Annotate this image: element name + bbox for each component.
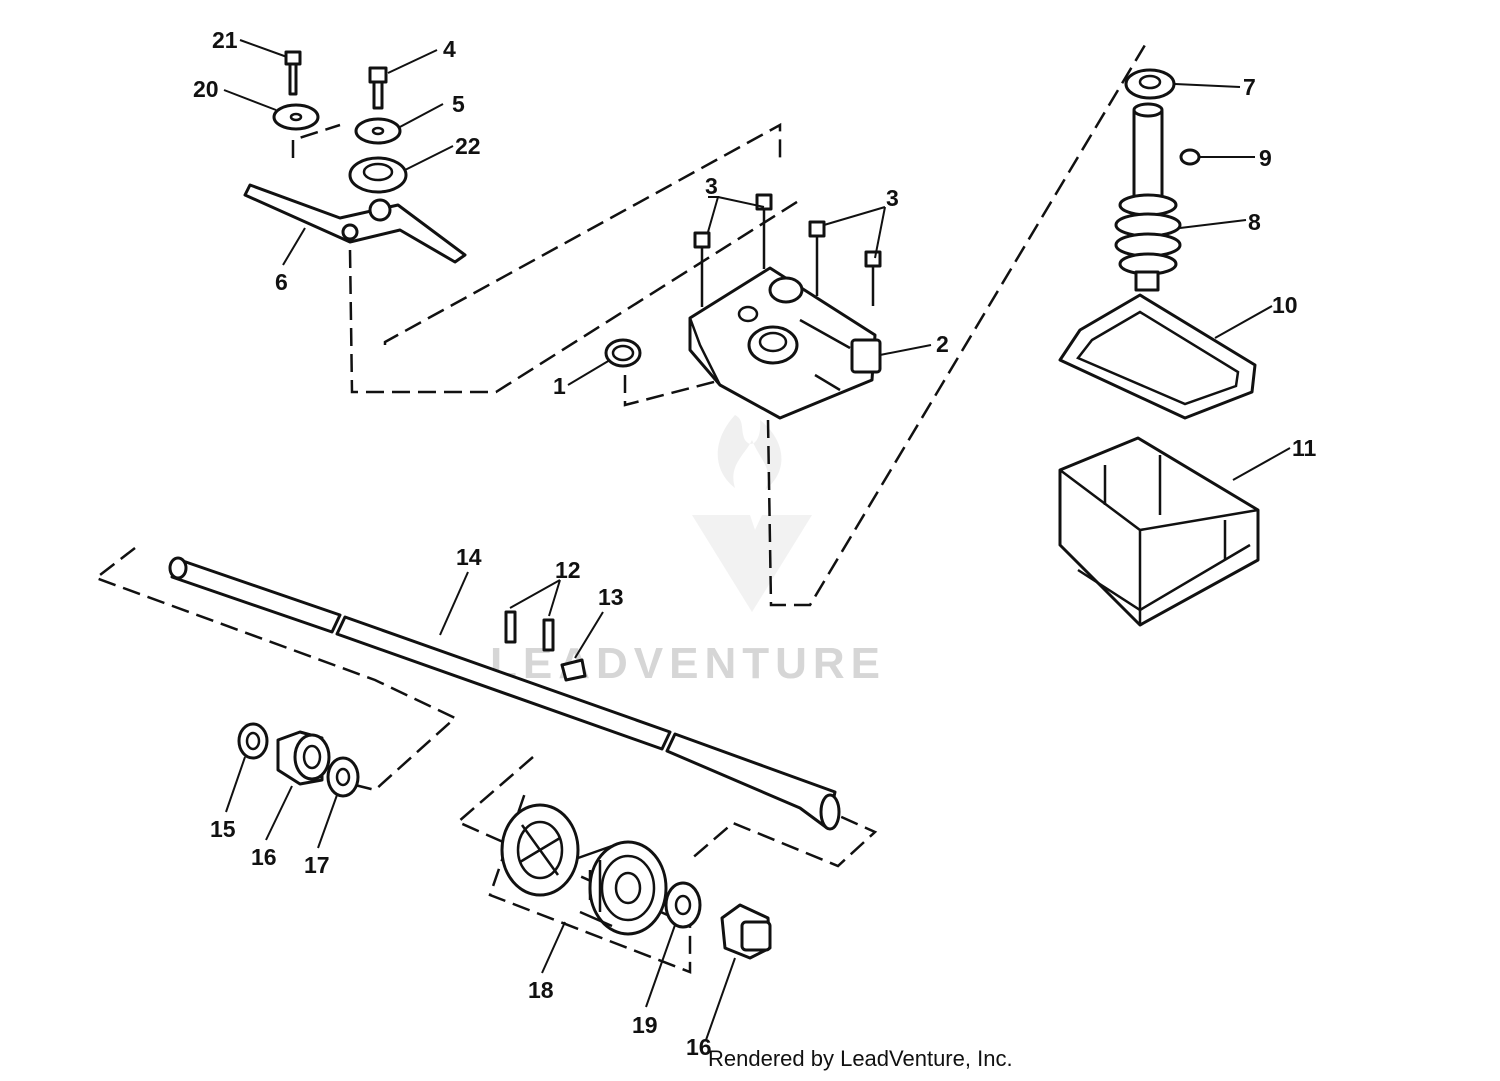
callout-13: 13 — [598, 584, 624, 610]
gear-assembly-part-18 — [500, 803, 668, 936]
callout-6: 6 — [275, 269, 288, 295]
seal-part-1 — [604, 338, 642, 368]
bushing-part-16-right — [720, 903, 772, 960]
washer-part-7 — [1124, 68, 1176, 100]
washer-part-19 — [664, 881, 702, 929]
callout-12: 12 — [555, 557, 581, 583]
assembly-dash-lines — [93, 44, 1147, 974]
washer-part-17 — [326, 756, 360, 798]
washer-part-20 — [272, 103, 320, 131]
bearing-part-22 — [348, 156, 408, 194]
watermark-text: LEADVENTURE — [490, 639, 886, 688]
callout-16-left: 16 — [251, 844, 277, 870]
callout-2: 2 — [936, 331, 949, 357]
callout-10: 10 — [1272, 292, 1298, 318]
washer-part-5 — [354, 117, 402, 145]
pins-part-12 — [504, 610, 555, 652]
gasket-part-10 — [1058, 293, 1257, 420]
key-part-9 — [1179, 148, 1201, 166]
callout-21: 21 — [212, 27, 238, 53]
footer-credit: Rendered by LeadVenture, Inc. — [708, 1046, 1013, 1071]
callout-7: 7 — [1243, 74, 1256, 100]
axle-part-14 — [168, 556, 841, 831]
callout-19: 19 — [632, 1012, 658, 1038]
callout-18: 18 — [528, 977, 554, 1003]
bearing-part-16-left — [276, 730, 331, 786]
bolt-part-4 — [368, 66, 388, 110]
leadventure-watermark-logo — [692, 415, 812, 612]
screw-part-21 — [284, 50, 302, 96]
callout-11: 11 — [1292, 435, 1317, 461]
callout-3-right: 3 — [886, 185, 899, 211]
washer-part-15 — [237, 722, 269, 760]
callout-1: 1 — [553, 373, 566, 399]
bolts-part-3 — [693, 193, 882, 307]
gear-housing-part-11 — [1058, 436, 1260, 627]
housing-cover-part-2 — [688, 266, 882, 420]
callout-leader-lines — [223, 39, 1291, 1041]
worm-shaft-part-8 — [1114, 102, 1182, 292]
shift-arm-part-6 — [243, 183, 467, 264]
callout-22: 22 — [455, 133, 481, 159]
callout-3-left: 3 — [705, 173, 718, 199]
callout-5: 5 — [452, 91, 465, 117]
callout-14: 14 — [456, 544, 482, 570]
callout-numbers: 21 20 4 5 22 6 3 3 1 2 7 9 8 10 11 14 12… — [193, 27, 1317, 1060]
callout-16-right: 16 — [686, 1034, 712, 1060]
callout-17: 17 — [304, 852, 330, 878]
callout-4: 4 — [443, 36, 456, 62]
key-part-13 — [560, 658, 587, 682]
callout-20: 20 — [193, 76, 219, 102]
callout-9: 9 — [1259, 145, 1272, 171]
callout-15: 15 — [210, 816, 236, 842]
callout-8: 8 — [1248, 209, 1261, 235]
